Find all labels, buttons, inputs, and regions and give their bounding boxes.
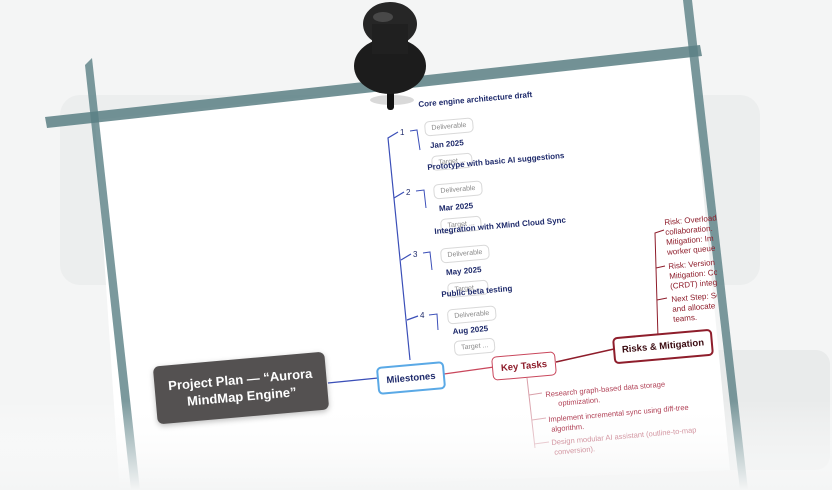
- milestone-number: 1: [400, 128, 405, 137]
- pushpin-icon: [354, 2, 426, 110]
- tape-right: [683, 0, 748, 490]
- milestones-label: Milestones: [386, 370, 436, 386]
- milestone-number: 2: [406, 188, 411, 197]
- connector-tasks-risks: [555, 348, 615, 363]
- milestones-node[interactable]: Milestones: [375, 361, 447, 395]
- milestone-trunk: [387, 131, 411, 361]
- risks-branch: [654, 229, 668, 339]
- connector-central-milestones: [327, 377, 379, 384]
- milestone-number: 4: [420, 311, 425, 320]
- key-tasks-label: Key Tasks: [500, 358, 548, 374]
- risk-line: teams.: [672, 312, 698, 324]
- tape-left: [85, 58, 140, 490]
- milestone-number: 3: [413, 250, 418, 259]
- connector-milestones-tasks: [443, 366, 495, 375]
- risk-items-clip: Risk: Overload collaboration. Mitigation…: [660, 210, 717, 325]
- risks-label: Risks & Mitigation: [621, 337, 705, 356]
